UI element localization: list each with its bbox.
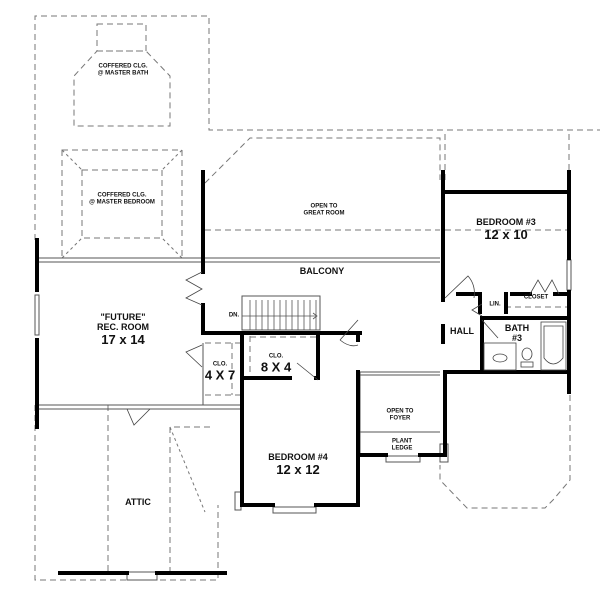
room-size: 8 X 4: [260, 359, 292, 375]
label-line: BATH: [504, 323, 530, 334]
room-name: BEDROOM #4: [268, 451, 328, 462]
room-name: BEDROOM #3: [476, 216, 536, 227]
label-line: COFFERED CLG.: [98, 63, 148, 70]
label-line: @ MASTER BEDROOM: [89, 199, 155, 205]
label-line: "FUTURE": [100, 311, 146, 322]
balcony-label: BALCONY: [299, 266, 345, 277]
stair-down-label: DN.: [228, 312, 240, 319]
label-line: COFFERED CLG.: [97, 192, 147, 199]
room-name: CLO.: [212, 361, 228, 368]
hall-label: HALL: [450, 326, 474, 337]
bedroom-4-label: BEDROOM #4 12 x 12: [268, 451, 328, 477]
label-line: REC. ROOM: [96, 321, 150, 332]
plant-ledge-label: PLANT LEDGE: [392, 438, 413, 451]
closet-bed3-label: CLOSET: [523, 294, 549, 301]
label-line: #3: [511, 333, 523, 343]
room-name: CLO.: [268, 353, 284, 360]
coffered-master-bath-label: COFFERED CLG. @ MASTER BATH: [98, 63, 149, 76]
open-to-foyer-label: OPEN TO FOYER: [387, 408, 414, 421]
label-line: OPEN TO: [386, 408, 414, 415]
room-size: 12 x 10: [484, 226, 528, 242]
attic-label: ATTIC: [125, 497, 151, 508]
coffered-master-bedroom-label: COFFERED CLG. @ MASTER BEDROOM: [89, 192, 155, 205]
label-line: OPEN TO: [310, 203, 338, 210]
room-size: 12 x 12: [276, 461, 320, 477]
closet-4x7-label: CLO. 4 X 7: [205, 362, 235, 383]
room-size: 4 X 7: [204, 367, 236, 383]
room-size: 17 x 14: [101, 331, 145, 347]
label-line: PLANT: [391, 438, 412, 445]
linen-label: LIN.: [489, 301, 501, 308]
bath-3-label: BATH #3: [504, 323, 530, 344]
closet-8x4-label: CLO. 8 X 4: [261, 354, 291, 375]
label-line: GREAT ROOM: [303, 210, 345, 216]
bedroom-3-label: BEDROOM #3 12 x 10: [476, 216, 536, 242]
label-line: @ MASTER BATH: [97, 70, 149, 76]
open-to-great-room-label: OPEN TO GREAT ROOM: [304, 203, 345, 216]
label-line: LEDGE: [391, 445, 413, 451]
future-rec-room-label: "FUTURE" REC. ROOM 17 x 14: [96, 311, 150, 347]
label-line: FOYER: [389, 415, 411, 421]
